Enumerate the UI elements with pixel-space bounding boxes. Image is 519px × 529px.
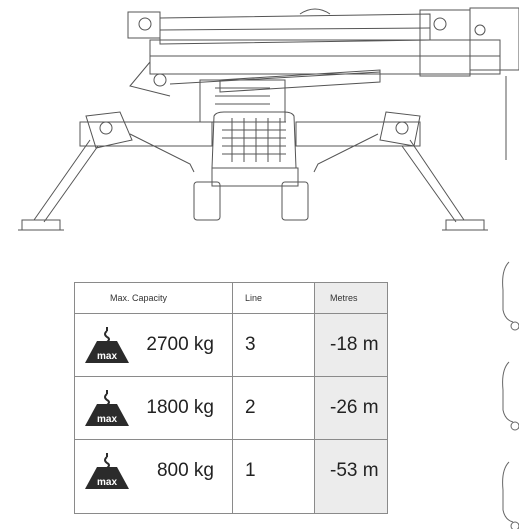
svg-text:max: max [97,477,117,488]
row-divider [75,439,387,440]
line-value: 3 [245,333,256,355]
spider-crane-drawing [18,7,519,231]
metres-value: -53 m [330,459,379,481]
metres-value: -18 m [330,333,379,355]
line-value: 1 [245,459,256,481]
svg-text:max: max [97,414,117,425]
load-capacity-table: Max. Capacity Line Metres max 2700 kg 3 … [74,282,388,514]
capacity-value: 2700 kg [146,333,214,355]
row-divider [75,313,387,314]
header-metres: Metres [330,293,358,303]
metres-column-background [314,283,387,513]
capacity-value: 800 kg [156,459,214,481]
hook-weight-icon: max [85,453,129,489]
header-line: Line [245,293,263,303]
hook-weight-icon: max [85,327,129,363]
line-value: 2 [245,396,256,418]
column-divider [232,283,233,513]
capacity-value: 1800 kg [146,396,214,418]
header-capacity: Max. Capacity [110,293,168,303]
row-divider [75,376,387,377]
side-hook-drawings [502,261,519,529]
column-divider [314,283,315,513]
metres-value: -26 m [330,396,379,418]
svg-text:max: max [97,351,117,362]
hook-weight-icon: max [85,390,129,426]
